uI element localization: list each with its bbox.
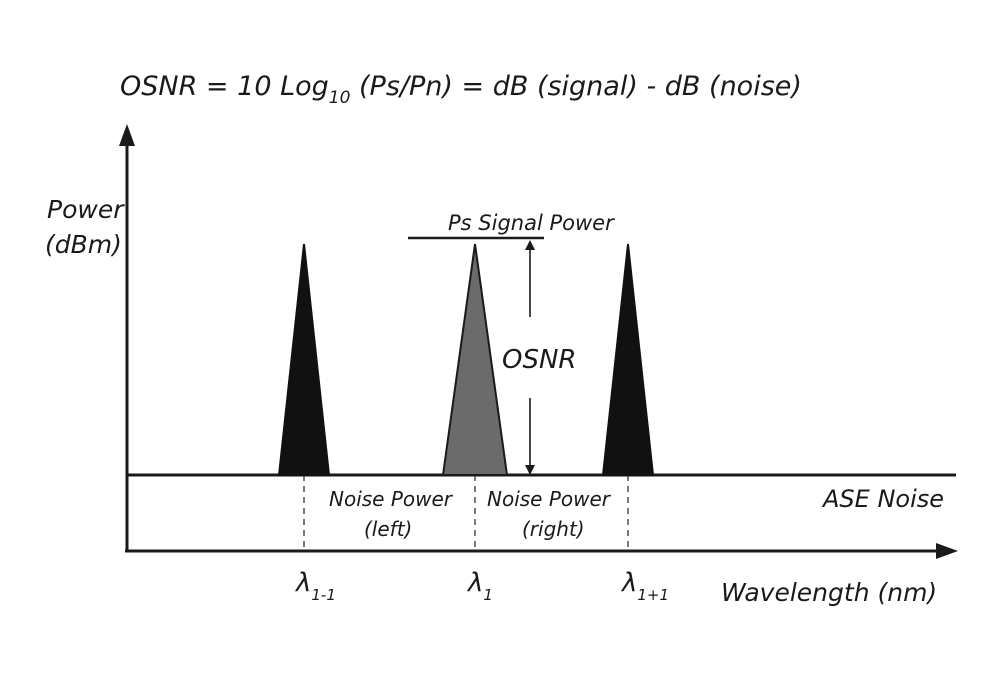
lambda-subscript-left: 1-1 <box>311 586 336 604</box>
formula-subscript: 10 <box>329 88 351 108</box>
ase-noise-label: ASE Noise <box>821 485 944 513</box>
formula-title: OSNR = 10 Log10 (Ps/Pn) = dB (signal) - … <box>120 71 802 108</box>
formula-prefix: OSNR = 10 Log <box>120 71 329 102</box>
lambda-subscript-right: 1+1 <box>637 586 669 604</box>
lambda-symbol-right: λ <box>620 568 637 598</box>
signal-power-label: Ps Signal Power <box>448 211 615 235</box>
noise-left-line2: (left) <box>364 517 412 541</box>
y-axis-arrowhead <box>119 124 135 146</box>
lambda-symbol-center: λ <box>466 568 483 598</box>
x-axis-arrowhead <box>936 543 958 559</box>
channel-peak-left <box>277 243 331 476</box>
channel-peak-center <box>441 243 509 476</box>
osnr-label: OSNR <box>502 345 576 375</box>
channel-peak-right <box>601 243 655 476</box>
y-axis-label-line1: Power <box>47 195 125 224</box>
noise-right-line2: (right) <box>522 517 585 541</box>
noise-right-line1: Noise Power <box>487 487 612 511</box>
lambda-label-right: λ1+1 <box>620 568 669 604</box>
noise-left-line1: Noise Power <box>329 487 454 511</box>
lambda-label-center: λ1 <box>466 568 493 604</box>
lambda-subscript-center: 1 <box>483 586 493 604</box>
lambda-label-left: λ1-1 <box>294 568 336 604</box>
lambda-symbol-left: λ <box>294 568 311 598</box>
formula-suffix: (Ps/Pn) = dB (signal) - dB (noise) <box>350 71 802 102</box>
x-axis-label: Wavelength (nm) <box>721 578 937 607</box>
y-axis-label-line2: (dBm) <box>45 230 122 259</box>
